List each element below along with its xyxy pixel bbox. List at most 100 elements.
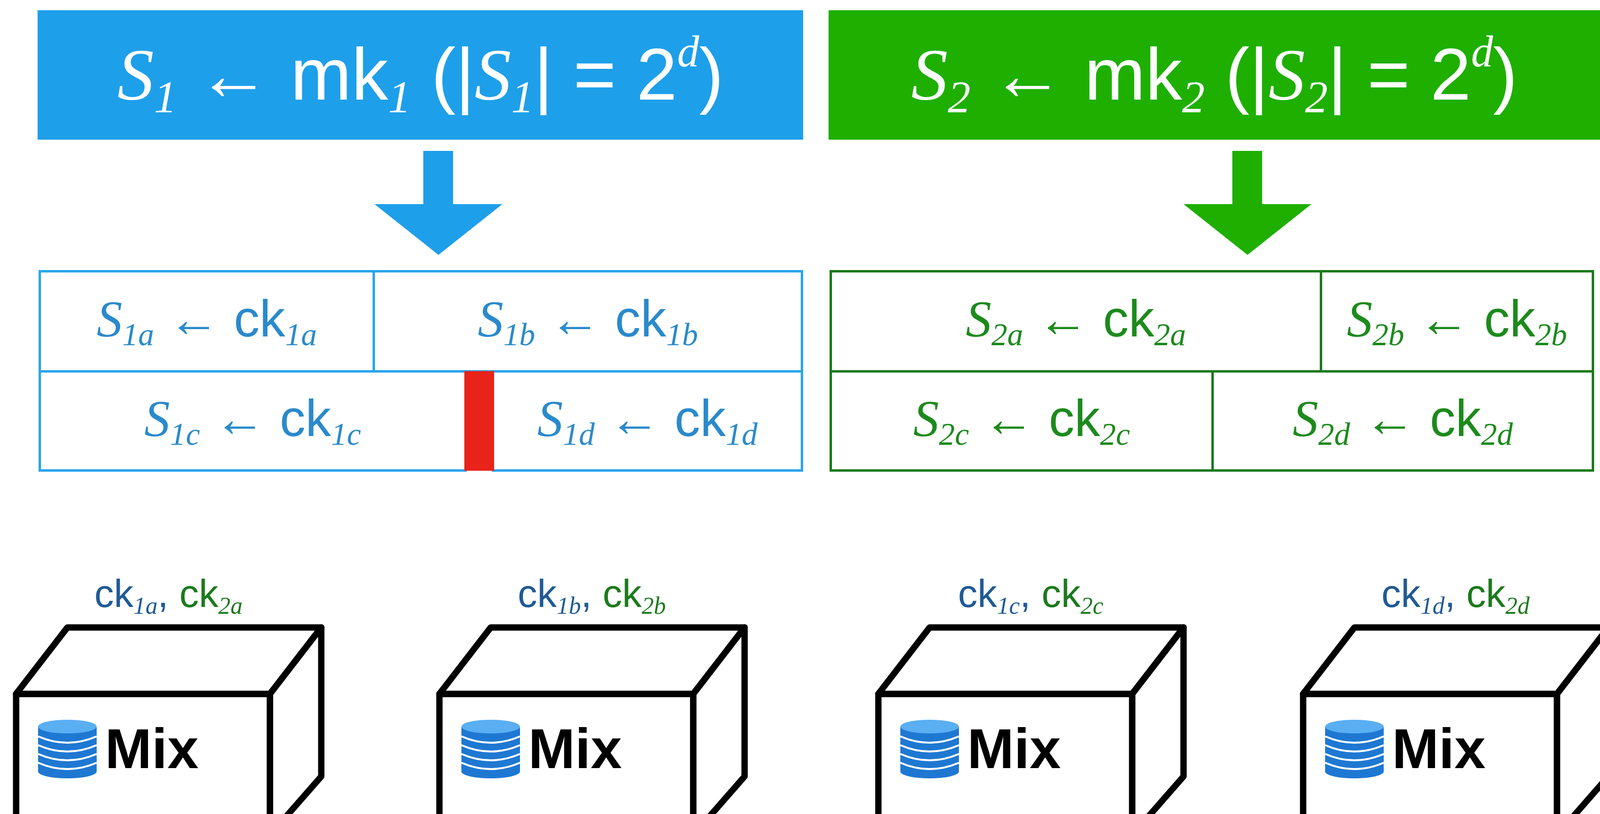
- chunk-formula: S1c ← ck1c: [144, 389, 362, 453]
- master-key-box: S1 ← mk1 (|S1| = 2d): [37, 10, 804, 140]
- text-part: ←: [1023, 290, 1103, 348]
- text-part: 1d: [725, 416, 758, 452]
- text-part: mk: [1084, 33, 1183, 116]
- chunk-cell: S1c ← ck1c: [38, 370, 467, 472]
- text-part: ck: [674, 389, 726, 447]
- chunk-cell: S2a ← ck2a: [829, 270, 1323, 373]
- text-part: ck: [602, 571, 642, 616]
- text-part: 1c: [997, 592, 1020, 620]
- text-part: 2: [1430, 33, 1471, 116]
- text-part: ): [1493, 33, 1518, 116]
- text-part: 2b: [1372, 316, 1405, 353]
- database-stripe: [900, 753, 959, 761]
- text-part: S: [96, 290, 123, 348]
- text-part: 2a: [218, 592, 243, 620]
- cube-face: [16, 693, 271, 814]
- text-part: 1a: [122, 316, 154, 353]
- text-part: 2a: [991, 316, 1023, 353]
- text-part: (|: [1204, 33, 1269, 116]
- chunk-key-label: ck1b, ck2b: [434, 571, 749, 620]
- text-part: Mix: [967, 717, 1061, 780]
- text-part: ←: [535, 290, 615, 348]
- database-stripe: [1325, 745, 1384, 752]
- cube-sketch-line: [879, 692, 1134, 814]
- chunk-cell: S2b ← ck2b: [1319, 270, 1595, 373]
- text-part: | =: [1328, 33, 1431, 116]
- cube-sketch-line: [440, 625, 747, 693]
- cube-sketch-line: [879, 625, 1185, 693]
- text-part: Mix: [528, 717, 623, 780]
- database-top: [38, 719, 97, 734]
- cube-sketch-line: [1304, 692, 1559, 814]
- text-part: mk: [290, 33, 389, 116]
- chunk-cell: S1b ← ck1b: [372, 270, 804, 373]
- text-part: Mix: [1392, 717, 1486, 780]
- text-part: ←: [1350, 389, 1430, 447]
- text-part: 1: [511, 71, 535, 123]
- chunk-key-label: ck1d, ck2d: [1298, 571, 1600, 620]
- chunk-formula: S1a ← ck1a: [96, 289, 317, 354]
- cube-sketch-line: [694, 625, 747, 814]
- cube-face: [1303, 693, 1558, 814]
- text-part: ,: [581, 571, 603, 616]
- database-stripe: [900, 762, 959, 769]
- cube-face: [1557, 627, 1600, 814]
- text-part: ←: [594, 389, 675, 447]
- database-icon: [38, 719, 97, 779]
- master-key-box: S2 ← mk2 (|S2| = 2d): [828, 10, 1600, 140]
- mix-server: ck1c, ck2cMix: [873, 571, 1206, 814]
- text-part: ←: [200, 389, 280, 447]
- chunk-key-label: ck1a, ck2a: [11, 571, 326, 620]
- text-part: ck: [1102, 290, 1155, 348]
- text-part: S: [537, 390, 563, 448]
- text-part: 2a: [1154, 316, 1186, 353]
- text-part: 1a: [133, 592, 158, 620]
- text-part: 1a: [285, 316, 317, 353]
- text-part: 2d: [1318, 416, 1351, 452]
- mix-server: ck1d, ck2dMix: [1298, 571, 1600, 814]
- text-part: ck: [94, 571, 134, 616]
- database-stripe: [38, 762, 97, 769]
- database-stripe: [38, 753, 97, 761]
- cube-sketch-line: [17, 692, 272, 814]
- text-part: 1c: [169, 416, 200, 452]
- text-part: d: [677, 27, 700, 76]
- text-part: ck: [1041, 571, 1081, 616]
- text-part: ck: [517, 571, 557, 616]
- text-part: S: [1268, 34, 1306, 116]
- text-part: ck: [1466, 571, 1506, 616]
- text-part: ←: [176, 33, 291, 116]
- text-part: 2: [1182, 71, 1206, 123]
- text-part: ck: [179, 571, 219, 616]
- database-stripe: [461, 745, 520, 752]
- chunk-cell: S1d ← ck1d: [491, 370, 804, 472]
- text-part: ,: [1444, 571, 1467, 616]
- text-part: S: [474, 34, 512, 116]
- text-part: ck: [1429, 389, 1481, 447]
- text-part: (|: [410, 33, 475, 116]
- chunk-formula: S1b ← ck1b: [477, 289, 698, 354]
- text-part: 1b: [503, 316, 536, 353]
- text-part: 2b: [1535, 316, 1567, 353]
- text-part: S: [144, 390, 171, 448]
- database-stripe: [1325, 762, 1384, 769]
- text-part: S: [1292, 390, 1319, 448]
- chunk-key-label: ck1c, ck2c: [873, 571, 1188, 620]
- text-part: ck: [1381, 571, 1421, 616]
- database-icon: [461, 719, 520, 779]
- database-stripe: [38, 745, 97, 752]
- text-part: ←: [970, 33, 1085, 116]
- mix-server: ck1a, ck2aMix: [11, 571, 344, 814]
- text-part: ck: [233, 290, 286, 348]
- text-part: 2d: [1480, 416, 1513, 452]
- text-part: 1: [388, 71, 412, 123]
- text-part: 2: [636, 33, 677, 116]
- text-part: 1c: [331, 416, 361, 452]
- text-part: 2c: [938, 416, 969, 452]
- database-stripe: [461, 736, 520, 743]
- cube-sketch-line: [1558, 625, 1600, 814]
- chunk-cell: S1a ← ck1a: [38, 270, 375, 373]
- database-top: [1325, 719, 1384, 734]
- key-formula: S1 ← mk1 (|S1| = 2d): [117, 26, 724, 124]
